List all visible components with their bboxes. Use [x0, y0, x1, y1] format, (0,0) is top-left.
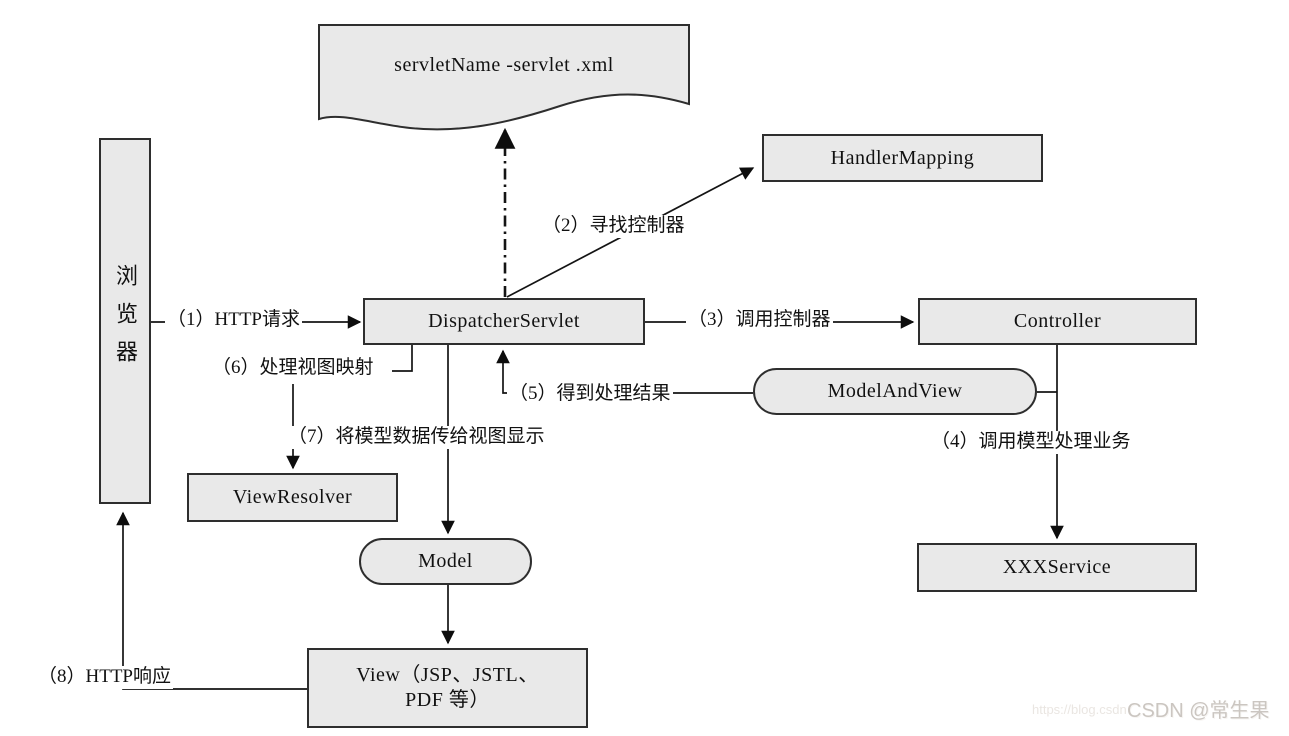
label-step1: （1）HTTP请求 [165, 309, 303, 332]
node-model-and-view: ModelAndView [753, 368, 1037, 415]
node-servlet-xml: servletName -servlet .xml [319, 25, 689, 125]
edge-step8-response [116, 511, 307, 690]
node-view: View（JSP、JSTL、 PDF 等） [307, 648, 588, 728]
label-step2: （2）寻找控制器 [540, 215, 687, 238]
node-model: Model [359, 538, 532, 585]
model-and-view-label: ModelAndView [827, 380, 963, 402]
label-step7: （7）将模型数据传给视图显示 [286, 426, 547, 449]
browser-label: 浏览器 [113, 264, 138, 378]
node-handler-mapping: HandlerMapping [762, 134, 1043, 182]
node-xxx-service: XXXService [917, 543, 1197, 592]
view-label-line2: PDF 等） [405, 689, 490, 711]
xxx-service-label: XXXService [1002, 556, 1112, 578]
label-step8: （8）HTTP响应 [36, 666, 174, 689]
servlet-xml-label: servletName -servlet .xml [394, 54, 614, 76]
node-browser: 浏览器 [99, 138, 151, 504]
handler-mapping-label: HandlerMapping [830, 146, 975, 169]
label-step3: （3）调用控制器 [686, 309, 833, 332]
watermark-url: https://blog.csdn [1032, 702, 1127, 717]
controller-label: Controller [1013, 310, 1102, 332]
label-step6: （6）处理视图映射 [210, 357, 376, 380]
view-resolver-label: ViewResolver [232, 486, 353, 508]
view-label-line1: View（JSP、JSTL、 [356, 664, 539, 686]
label-step4: （4）调用模型处理业务 [929, 431, 1133, 454]
edge-step6-elbow [392, 345, 413, 372]
watermark-csdn-handle: CSDN @常生果 [1127, 700, 1270, 722]
document-shape [318, 24, 690, 131]
node-view-resolver: ViewResolver [187, 473, 398, 522]
node-controller: Controller [918, 298, 1197, 345]
label-step5: （5）得到处理结果 [507, 383, 673, 406]
dispatcher-servlet-label: DispatcherServlet [428, 310, 580, 332]
model-label: Model [418, 550, 473, 572]
node-dispatcher-servlet: DispatcherServlet [363, 298, 645, 345]
